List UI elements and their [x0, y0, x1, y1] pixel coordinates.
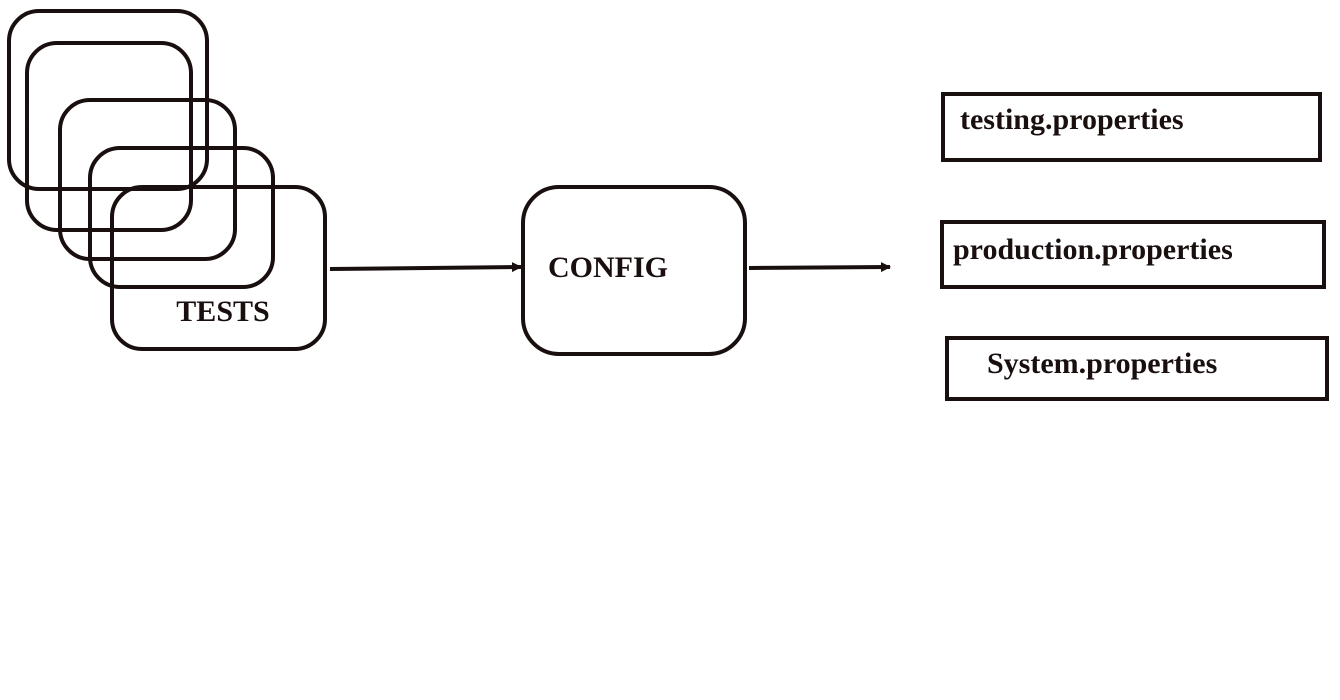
- arrow-tests-to-config: [329, 262, 522, 273]
- test-card-front: [110, 185, 327, 351]
- test-card-3: [58, 98, 237, 261]
- properties-files: testing.properties production.properties…: [940, 92, 1329, 401]
- file-label-production: production.properties: [953, 233, 1233, 266]
- test-card-4: [88, 146, 275, 289]
- file-box-production: [940, 220, 1326, 289]
- tests-label: TESTS: [176, 295, 269, 328]
- file-label-testing: testing.properties: [960, 103, 1184, 136]
- config-box: [521, 185, 747, 356]
- config-label: CONFIG: [548, 251, 668, 284]
- tests-stack: [7, 9, 327, 351]
- file-label-system: System.properties: [987, 347, 1217, 380]
- file-box-system: [945, 336, 1329, 401]
- arrow-config-to-files: [748, 262, 891, 273]
- file-box-testing: [941, 92, 1322, 162]
- test-card-2: [25, 41, 193, 232]
